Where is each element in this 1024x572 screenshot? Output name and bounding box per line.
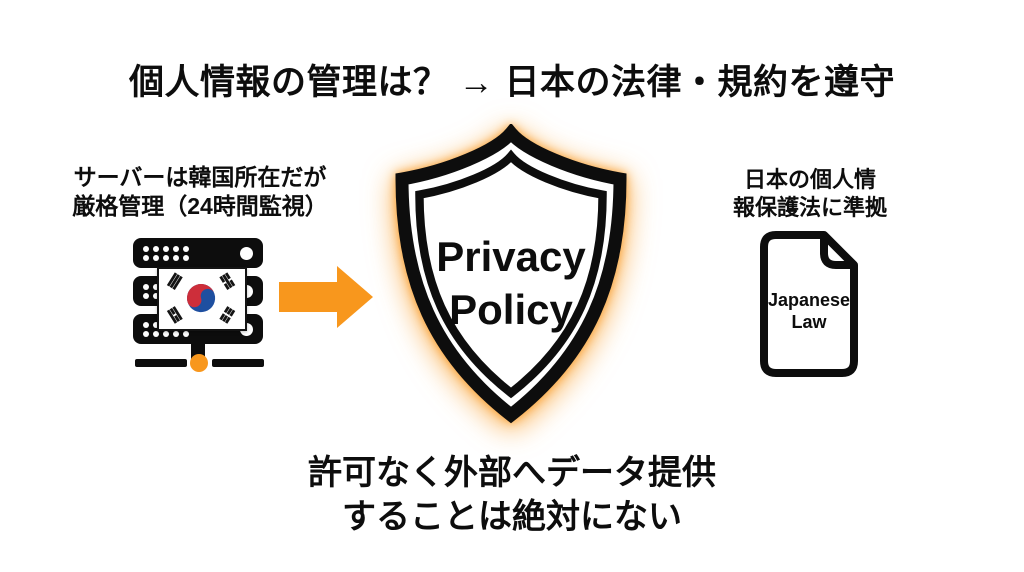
left-caption: サーバーは韓国所在だが 厳格管理（24時間監視） (30, 163, 370, 221)
right-caption-line1: 日本の個人情 (743, 167, 876, 192)
server-led (240, 246, 253, 260)
right-caption: 日本の個人情 報保護法に準拠 (700, 166, 920, 222)
shield-label: Privacy Policy (387, 124, 635, 432)
document-label-line2: Law (791, 312, 827, 332)
korea-flag-icon (157, 267, 247, 331)
left-caption-line2: 厳格管理（24時間監視） (72, 193, 328, 219)
network-line-right (212, 359, 264, 367)
right-caption-line2: 報保護法に準拠 (732, 195, 887, 220)
privacy-shield-icon: Privacy Policy (387, 124, 635, 432)
page-title: 個人情報の管理は？ → 日本の法律・規約を遵守 (129, 63, 895, 102)
shield-label-line2: Policy (449, 286, 573, 333)
network-line-left (135, 359, 187, 367)
footer-line1: 許可なく外部へデータ提供 (308, 454, 716, 492)
document-svg (760, 231, 858, 377)
law-document-icon: Japanese Law (757, 229, 861, 379)
right-arrow-icon (279, 266, 373, 328)
footer-line2: することは絶対にない (342, 498, 682, 536)
document-label-line1: Japanese (767, 290, 851, 310)
shield-svg (395, 124, 627, 424)
shield-label-line1: Privacy (436, 233, 586, 280)
left-caption-line1: サーバーは韓国所在だが (73, 164, 327, 190)
server-vent-dots (143, 245, 189, 261)
network-node-dot (190, 354, 208, 372)
korea-flag-svg (166, 272, 236, 324)
server-unit (133, 238, 263, 268)
footer-note: 許可なく外部へデータ提供 することは絶対にない (0, 451, 1024, 539)
document-label: Japanese Law (757, 229, 861, 379)
